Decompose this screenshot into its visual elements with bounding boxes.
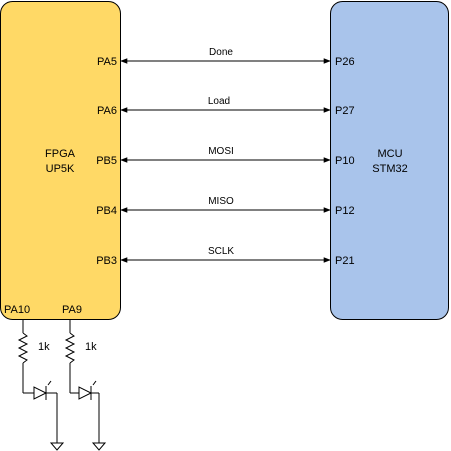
fpga-pin-label: PB3 <box>96 255 117 267</box>
fpga-pin-pa9: PA9 <box>62 304 82 316</box>
led-symbol <box>33 386 48 400</box>
fpga-pin-label: PB5 <box>96 155 117 167</box>
led-circuit-pa9 <box>64 320 107 451</box>
fpga-pin-label: PA6 <box>97 105 117 117</box>
fpga-label-line1: FPGA <box>45 148 76 160</box>
connection-done: PA5 Done P26 <box>97 47 355 68</box>
fpga-pin-label: PB4 <box>96 205 117 217</box>
resistor-value: 1k <box>85 341 97 353</box>
led-symbol <box>78 386 93 400</box>
resistor-symbol <box>17 332 29 364</box>
signal-label: Load <box>208 96 230 107</box>
connection-mosi: PB5 MOSI P10 <box>96 146 354 167</box>
signal-label: Done <box>209 47 233 58</box>
connection-sclk: PB3 SCLK P21 <box>96 246 354 267</box>
mcu-pin-label: P26 <box>335 56 355 68</box>
resistor-symbol <box>64 332 76 364</box>
mcu-label-line1: MCU <box>377 148 402 160</box>
led-circuit-pa10 <box>17 320 65 451</box>
mcu-pin-label: P12 <box>335 205 355 217</box>
mcu-pin-label: P27 <box>335 105 355 117</box>
mcu-label-line2: STM32 <box>372 163 407 175</box>
mcu-pin-label: P21 <box>335 255 355 267</box>
signal-label: SCLK <box>208 246 234 257</box>
signal-label: MISO <box>208 196 234 207</box>
ground-symbol <box>49 442 65 451</box>
connection-miso: PB4 MISO P12 <box>96 196 354 217</box>
resistor-value: 1k <box>38 341 50 353</box>
fpga-label-line2: UP5K <box>46 163 75 175</box>
signal-label: MOSI <box>208 146 234 157</box>
fpga-pin-pa10: PA10 <box>4 304 30 316</box>
mcu-pin-label: P10 <box>335 155 355 167</box>
fpga-pin-label: PA5 <box>97 56 117 68</box>
connection-load: PA6 Load P27 <box>97 96 355 117</box>
ground-symbol <box>91 442 107 451</box>
